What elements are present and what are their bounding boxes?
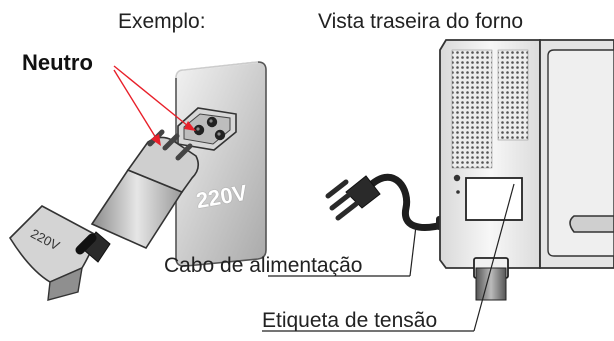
- power-cable-drawing: [325, 173, 458, 231]
- wall-socket: [175, 61, 267, 267]
- example-label: Exemplo:: [118, 10, 206, 33]
- plug-voltage-tag: [8, 205, 100, 301]
- neutral-label: Neutro: [22, 50, 93, 75]
- power-cable-label: Cabo de alimentação: [164, 254, 363, 277]
- rear-view-label: Vista traseira do forno: [318, 10, 524, 33]
- oven-rear: [439, 39, 614, 301]
- voltage-label-plate: [465, 177, 523, 221]
- voltage-label-caption: Etiqueta de tensão: [262, 309, 438, 332]
- neutral-arrows: [113, 65, 196, 146]
- leader-lines: [262, 183, 515, 332]
- socket-inlet: [177, 107, 237, 151]
